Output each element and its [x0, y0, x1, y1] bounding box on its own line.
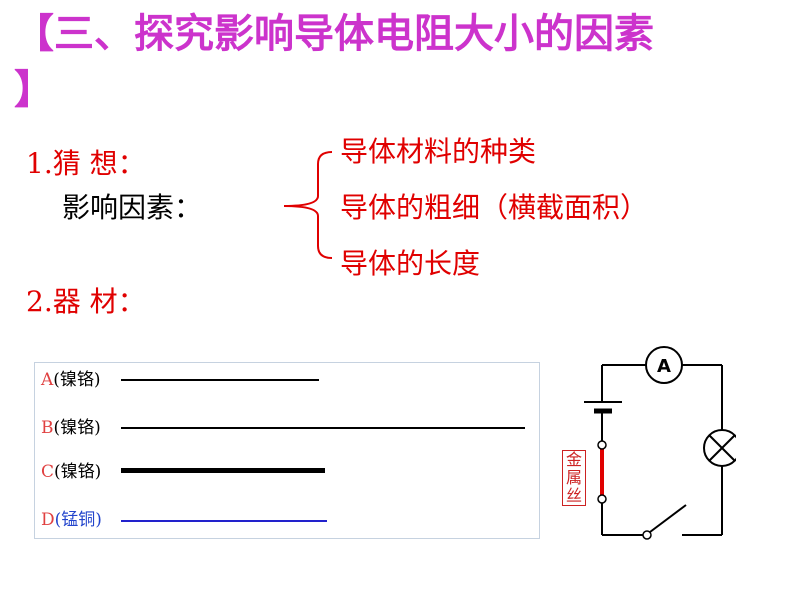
wire-a	[121, 379, 319, 381]
wire-c	[121, 468, 325, 473]
brace-icon	[283, 151, 333, 259]
wire-label-d: D(锰铜)	[41, 509, 102, 531]
circuit-diagram: A	[584, 346, 736, 540]
wire-d	[121, 520, 327, 522]
wire-b	[121, 427, 525, 429]
wire-material: (镍铬)	[53, 418, 101, 438]
switch-icon	[642, 504, 687, 540]
q1-sub-label: 影响因素：	[62, 191, 203, 224]
ammeter-label: A	[657, 356, 671, 377]
wire-material: (锰铜)	[54, 510, 102, 530]
battery-icon	[584, 401, 622, 414]
title-line-1: 【三、探究影响导体电阻大小的因素	[14, 11, 654, 57]
lamp-icon	[703, 429, 736, 467]
wire-label-b: B(镍铬)	[41, 417, 101, 439]
wire-letter: D	[41, 510, 55, 530]
wire-letter: A	[41, 370, 54, 390]
wire-letter: C	[41, 462, 55, 482]
wire-samples-panel: A(镍铬) B(镍铬) C(镍铬) D(锰铜)	[34, 362, 540, 539]
terminal-icon	[597, 440, 607, 450]
option-material: 导体材料的种类	[340, 135, 537, 168]
q1-label: 1.猜 想：	[26, 147, 146, 180]
page-title: 【三、探究影响导体电阻大小的因素 】	[14, 6, 794, 118]
title-line-2: 】	[14, 67, 54, 113]
option-thickness: 导体的粗细（横截面积）	[340, 191, 649, 224]
terminal-icon	[597, 494, 607, 504]
option-length: 导体的长度	[340, 247, 481, 280]
wire-material: (镍铬)	[54, 462, 102, 482]
wire-label-a: A(镍铬)	[41, 369, 101, 391]
wire-material: (镍铬)	[53, 370, 101, 390]
q2-label: 2.器 材：	[26, 285, 146, 318]
ammeter-icon: A	[645, 346, 683, 384]
wire-letter: B	[41, 418, 54, 438]
wire-label-c: C(镍铬)	[41, 461, 101, 483]
metal-wire-label: 金属丝	[562, 450, 586, 506]
